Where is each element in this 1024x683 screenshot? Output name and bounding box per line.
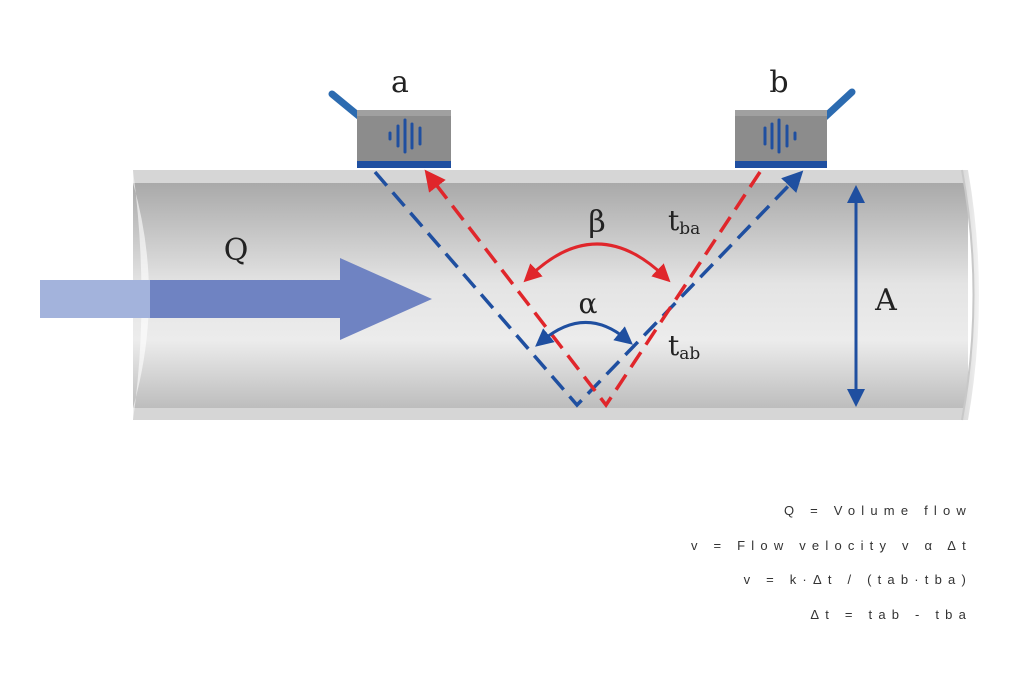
label-t-ab: tab bbox=[668, 329, 700, 364]
label-t-ba: tba bbox=[668, 204, 700, 239]
legend-line: v = Flow velocity v α Δt bbox=[691, 537, 972, 553]
alpha-arc bbox=[535, 321, 633, 347]
transducer-b bbox=[735, 88, 856, 168]
pipe bbox=[133, 169, 979, 421]
label-alpha: α bbox=[579, 287, 598, 320]
formula-legend: Q = Volume flow v = Flow velocity v α Δt… bbox=[691, 500, 972, 638]
beta-arc bbox=[523, 242, 671, 283]
wave-icon bbox=[763, 118, 797, 154]
legend-line: v = k·Δt / (tab·tba) bbox=[743, 572, 972, 587]
label-beta: β bbox=[588, 205, 605, 240]
signal-path-ab bbox=[373, 170, 804, 408]
label-flow: Q bbox=[224, 233, 249, 268]
transducer-a bbox=[328, 90, 451, 168]
wave-icon bbox=[388, 118, 422, 154]
signal-path-ba bbox=[424, 169, 762, 409]
label-transducer-a: a bbox=[391, 65, 409, 100]
flow-arrow bbox=[40, 258, 432, 340]
label-diameter: A bbox=[874, 283, 897, 318]
legend-line: Q = Volume flow bbox=[783, 503, 972, 518]
label-transducer-b: b bbox=[769, 65, 788, 100]
legend-line: Δt = tab - tba bbox=[810, 606, 972, 622]
